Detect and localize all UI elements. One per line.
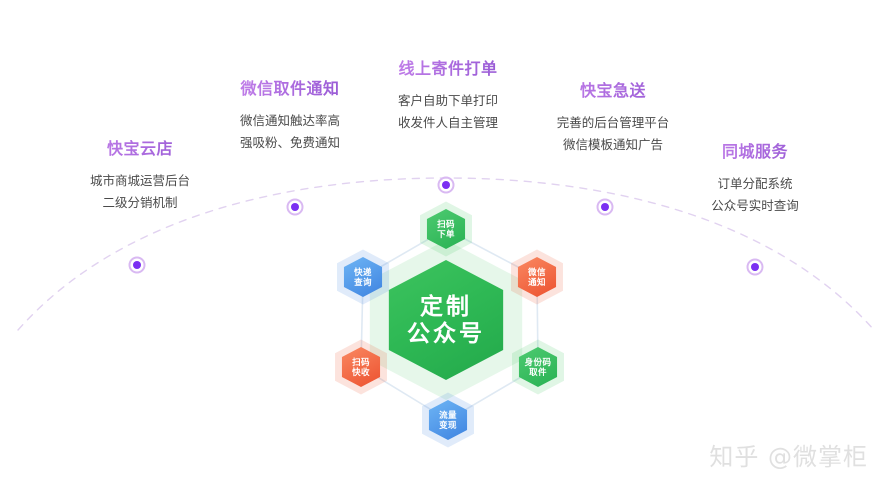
callout-desc: 完善的后台管理平台 微信模板通知广告	[557, 113, 670, 157]
callout-desc-line: 订单分配系统	[717, 177, 793, 192]
callout-desc: 城市商城运营后台 二级分销机制	[90, 171, 190, 215]
callout-desc-line: 微信通知触达率高	[239, 114, 341, 129]
callout-title: 快宝云店	[90, 140, 190, 159]
hexagon-label-line: 快递	[354, 266, 372, 277]
hexagon-label-line: 通知	[528, 277, 546, 287]
callout-desc-line: 强吸粉、免费通知	[239, 136, 341, 151]
hexagon-label-line: 微信	[528, 266, 546, 277]
callout-desc-line: 公众号实时查询	[711, 199, 799, 214]
center-hexagon-label-line: 定制	[420, 292, 472, 319]
hexagon-label-line: 查询	[354, 277, 372, 287]
callout-desc-line: 收发件人自主管理	[397, 116, 499, 131]
callout-kuaibao-yundian: 快宝云店 城市商城运营后台 二级分销机制	[90, 140, 190, 215]
callout-kuaibao-express-delivery: 快宝急送 完善的后台管理平台 微信模板通知广告	[557, 82, 670, 157]
callout-desc: 订单分配系统 公众号实时查询	[711, 174, 799, 218]
callout-desc-line: 完善的后台管理平台	[556, 116, 670, 131]
hexagon-label-line: 快收	[352, 367, 370, 377]
callout-desc-line: 城市商城运营后台	[89, 174, 191, 189]
callout-intracity-service: 同城服务 订单分配系统 公众号实时查询	[711, 143, 799, 218]
hexagon-label-line: 变现	[439, 420, 457, 430]
hexagon-label-line: 身份码	[524, 356, 552, 367]
callout-desc-line: 微信模板通知广告	[562, 138, 664, 153]
hexagon-label-line: 扫码	[437, 218, 455, 229]
callout-online-shipping-order: 线上寄件打单 客户自助下单打印 收发件人自主管理	[398, 60, 498, 135]
hexagon-label-line: 取件	[529, 367, 547, 377]
hexagon-label-line: 下单	[437, 229, 455, 239]
callout-title: 线上寄件打单	[398, 61, 498, 78]
hexagon-scan-order[interactable]: 扫码 下单	[426, 209, 466, 249]
hexagon-label-line: 扫码	[352, 356, 370, 367]
callout-desc-line: 客户自助下单打印	[397, 94, 499, 109]
callout-desc: 客户自助下单打印 收发件人自主管理	[398, 91, 498, 135]
hexagon-label-line: 流量	[439, 409, 457, 420]
callout-desc-line: 二级分销机制	[102, 196, 178, 211]
center-hexagon-label-line: 公众号	[407, 320, 485, 346]
watermark: 知乎 @微掌柜	[709, 443, 868, 471]
callout-wechat-pickup-notice: 微信取件通知 微信通知触达率高 强吸粉、免费通知	[240, 80, 340, 155]
callout-title: 微信取件通知	[240, 81, 340, 98]
callout-desc: 微信通知触达率高 强吸粉、免费通知	[240, 111, 340, 155]
callout-title: 同城服务	[711, 143, 799, 162]
connector-dots	[128, 176, 764, 276]
callout-title: 快宝急送	[557, 82, 670, 101]
